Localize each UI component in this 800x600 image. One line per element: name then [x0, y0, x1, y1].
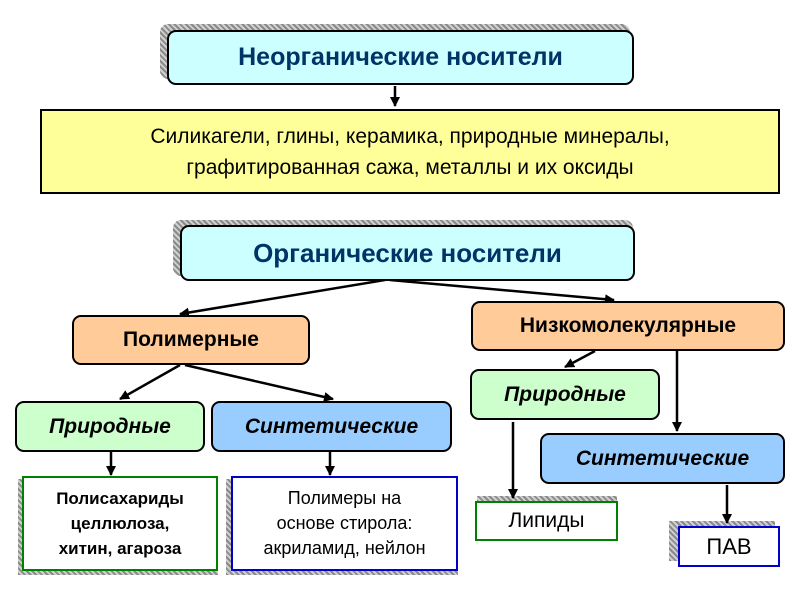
polymeric-synthetic-node: Синтетические — [211, 401, 452, 452]
low-molecular-natural-node: Природные — [470, 369, 660, 420]
surfactants-node: ПАВ — [678, 526, 780, 567]
arrow-lowmolecular-to-natural — [564, 349, 596, 369]
polymeric-natural-node: Природные — [15, 401, 205, 452]
organic-carriers-node: Органические носители — [180, 225, 635, 281]
lipids-node: Липиды — [475, 501, 618, 541]
inorganic-materials-list: Силикагели, глины, керамика, природные м… — [40, 109, 780, 194]
low-molecular-node: Низкомолекулярные — [471, 301, 785, 351]
arrow-polymeric-to-natural — [119, 363, 181, 401]
arrow-organic-to-polymeric — [179, 278, 386, 318]
styrene-polymers-node: Полимеры на основе стирола: акриламид, н… — [231, 476, 458, 571]
arrow-organic-to-lowmolecular — [389, 278, 615, 305]
polymeric-node: Полимерные — [72, 315, 310, 365]
arrow-polymeric-to-synthetic — [184, 363, 334, 402]
low-molecular-synthetic-node: Синтетические — [540, 433, 785, 484]
inorganic-carriers-node: Неорганические носители — [167, 30, 634, 85]
polysaccharides-node: Полисахариды целлюлоза, хитин, агароза — [22, 476, 218, 571]
